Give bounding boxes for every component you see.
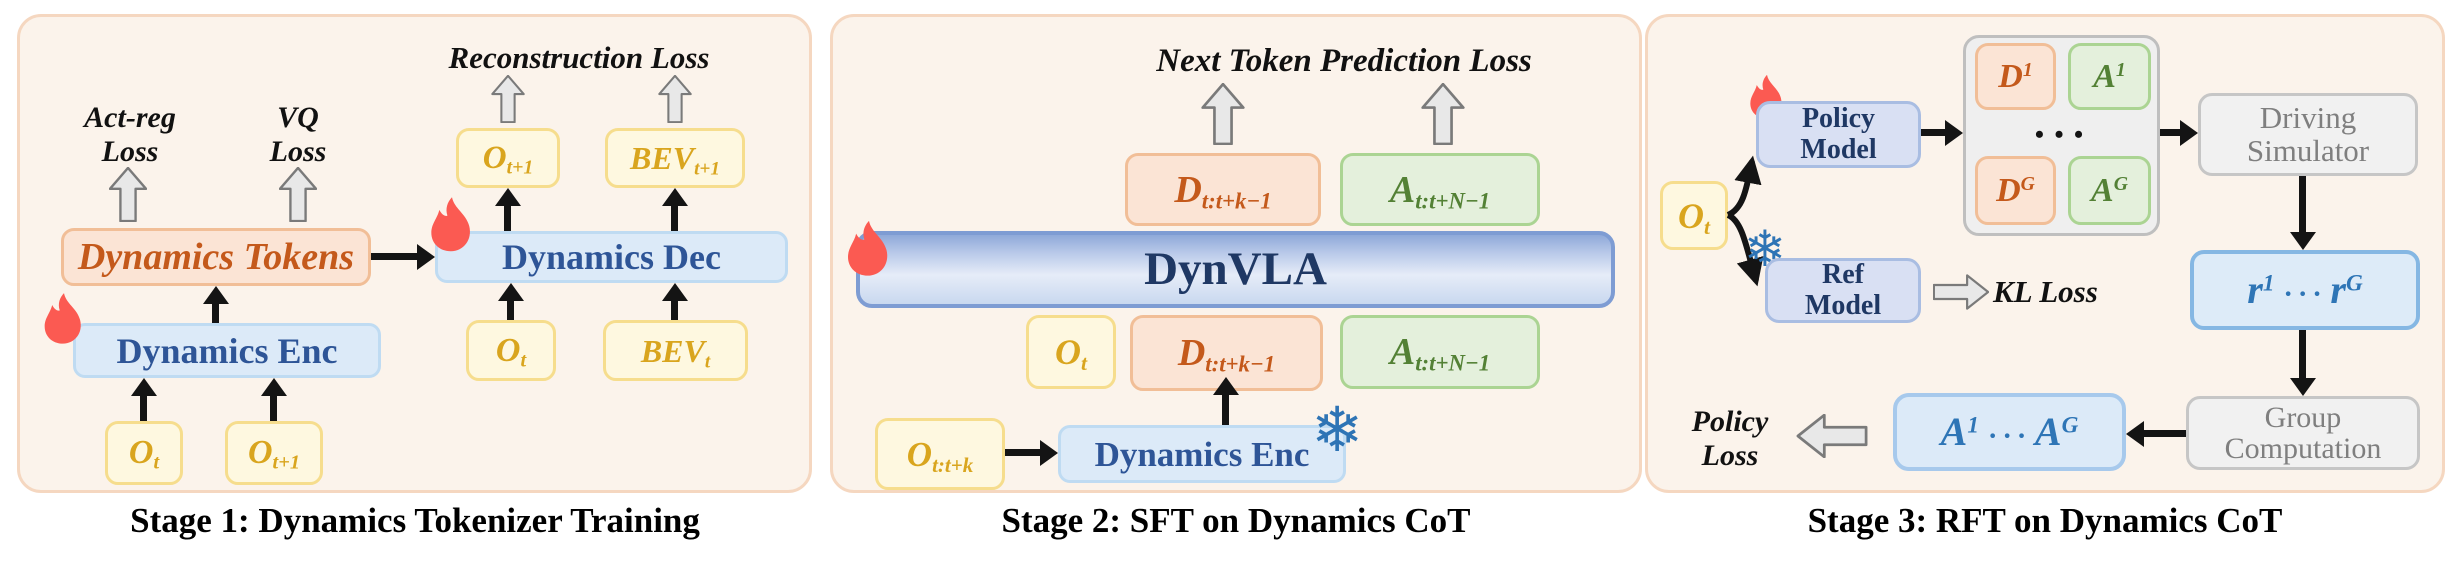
o-range-box: Ot:t+k [875,418,1005,490]
stage2-panel: Next Token Prediction Loss Dt:t+k−1 At:t… [830,14,1642,493]
snowflake-icon: ❄ [1311,393,1363,466]
actions-sample1-box: A1 [2068,43,2151,110]
up-block-arrow-dyn [1201,83,1245,145]
stage1-caption: Stage 1: Dynamics Tokenizer Training [130,501,700,540]
actions-output-box: At:t+N−1 [1340,153,1540,226]
kl-loss-label: KL Loss [1993,274,2098,309]
stage3-caption: Stage 3: RFT on Dynamics CoT [1807,501,2283,540]
vq-loss-label: VQ Loss [269,101,327,168]
arrow-dec-to-bevt1 [671,206,678,231]
o-t1-input-box: Ot+1 [225,421,323,485]
right-block-arrow-kl [1933,274,1989,310]
stage2-caption: Stage 2: SFT on Dynamics CoT [1001,501,1471,540]
dyn-tokens-sampleG-box: DG [1975,156,2056,225]
o-t1-output-box: Ot+1 [456,128,560,188]
ellipsis-dots: • • • [2034,120,2086,149]
dynamics-enc-box: Dynamics Enc [73,323,381,378]
arrow-rewards-to-group [2299,330,2306,378]
dyn-tokens-input-box: Dt:t+k−1 [1130,315,1323,391]
dyn-tokens-sample1-box: D1 [1975,43,2056,110]
up-block-arrow-vq [279,167,317,222]
ref-model-box: Ref Model [1765,258,1921,323]
dyn-tokens-output-box: Dt:t+k−1 [1125,153,1321,226]
o-t-input-box: Ot [105,421,183,485]
arrow-ot-to-enc [140,396,147,421]
fire-icon [431,197,470,252]
stage3-panel: Ot Policy Model ❄ Ref Model D1 [1645,14,2445,493]
dynamics-enc-box: Dynamics Enc [1058,425,1346,483]
arrow-dec-to-ot1 [504,206,511,231]
arrow-simulator-to-rewards [2299,176,2306,232]
arrow-enc-to-tokens [212,304,219,323]
o-t-box: Ot [1660,181,1728,250]
up-block-arrow-actreg [109,167,147,222]
dynvla-box: DynVLA [856,231,1615,308]
fire-icon [848,220,888,276]
arrow-ot-split [1726,155,1764,287]
arrow-tokens-to-dec [371,253,417,260]
left-block-arrow-policy-loss [1796,414,1868,458]
driving-simulator-box: Driving Simulator [2198,93,2418,176]
bev-t-box: BEVt [603,320,748,381]
rewards-box: r1 · · · rG [2190,250,2420,330]
up-block-arrow-recon-left [491,75,525,123]
policy-model-box: Policy Model [1756,101,1921,168]
group-computation-box: Group Computation [2186,396,2420,470]
up-block-arrow-act [1421,83,1465,145]
actions-input-box: At:t+N−1 [1340,315,1540,389]
fire-icon [44,293,81,344]
bev-t1-output-box: BEVt+1 [605,128,745,188]
arrow-enc-to-dyntokens [1222,395,1229,425]
act-reg-loss-label: Act-reg Loss [84,101,176,168]
arrow-otmid-to-dec [507,301,514,320]
actions-sampleG-box: AG [2068,156,2151,225]
arrow-policy-to-rollouts [1921,129,1945,136]
arrow-group-to-advantages [2144,430,2186,437]
arrow-ot1-to-enc [270,396,277,421]
dynamics-tokens-box: Dynamics Tokens [61,228,371,286]
policy-loss-label: Policy Loss [1691,405,1769,472]
next-token-prediction-loss-label: Next Token Prediction Loss [1156,43,1532,79]
reconstruction-loss-label: Reconstruction Loss [448,40,710,75]
o-t-context-box: Ot [1026,315,1116,389]
arrow-orange-to-enc [1005,449,1040,456]
arrow-bevt-to-dec [671,301,678,320]
dynamics-dec-box: Dynamics Dec [435,231,788,283]
o-t-mid-box: Ot [466,320,556,381]
arrow-rollouts-to-simulator [2160,129,2180,136]
advantages-box: A1 · · · AG [1893,393,2126,471]
up-block-arrow-recon-right [658,75,692,123]
stage1-panel: Act-reg Loss VQ Loss Reconstruction Loss… [17,14,812,493]
